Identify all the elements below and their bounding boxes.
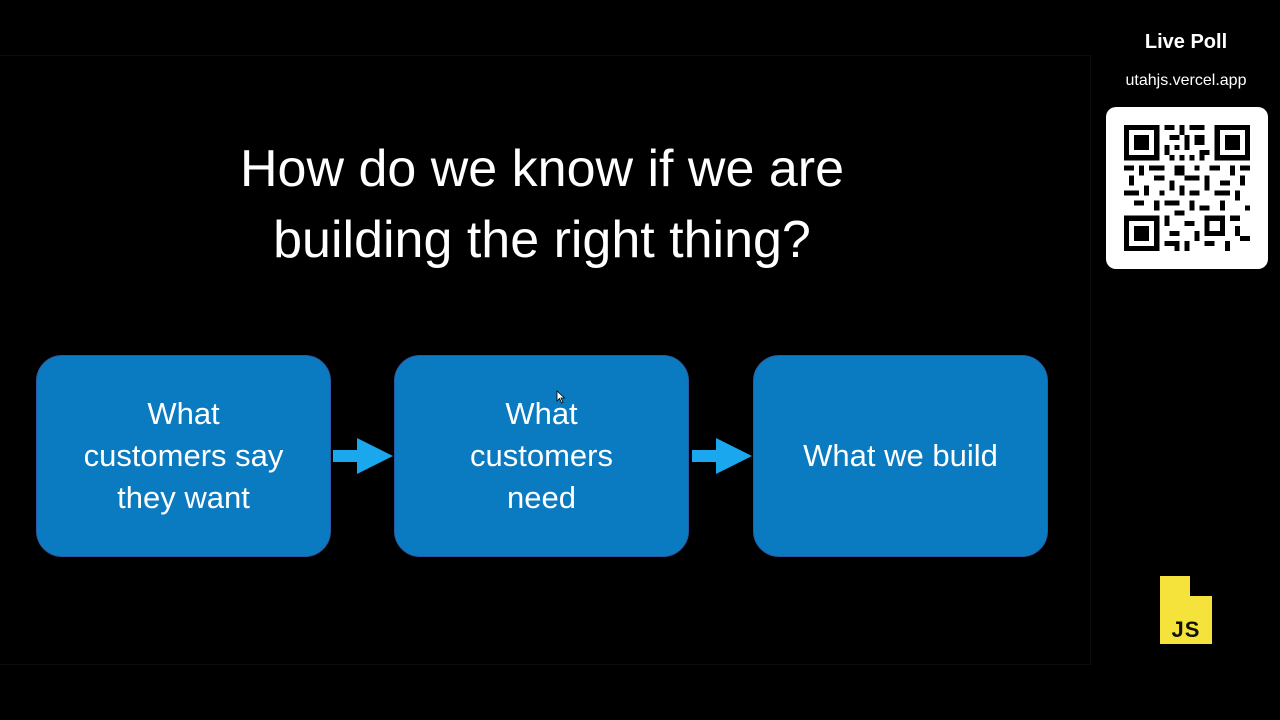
flow-arrow-right-icon [333, 438, 393, 474]
flow-box-text: need [507, 480, 576, 515]
qr-code-icon [1124, 125, 1250, 251]
qr-code-card[interactable] [1106, 107, 1268, 269]
live-poll-sidebar: Live Poll utahjs.vercel.app [1092, 0, 1280, 720]
mouse-cursor-icon [556, 390, 566, 404]
flow-box-text: What [147, 396, 220, 431]
slide-title: How do we know if we are building the ri… [0, 134, 1084, 276]
flow-box-text: What [505, 396, 578, 431]
flow-box-text: What we build [803, 438, 998, 473]
flow-box-customers-need: What customers need [394, 355, 689, 557]
slide-canvas: How do we know if we are building the ri… [0, 55, 1091, 665]
utah-js-logo-text: JS [1171, 617, 1201, 642]
utah-js-logo: JS [1160, 576, 1214, 646]
slide-title-line-2: building the right thing? [273, 211, 811, 269]
flow-box-text: customers [470, 438, 613, 473]
utah-js-logo-icon [1160, 576, 1212, 644]
poll-url-link[interactable]: utahjs.vercel.app [1125, 72, 1247, 89]
flow-box-what-we-build: What we build [753, 355, 1048, 557]
slide-title-line-1: How do we know if we are [239, 140, 845, 198]
flow-box-text: customers say [83, 438, 284, 473]
live-poll-title: Live Poll [1144, 31, 1228, 53]
flow-arrow-right-icon [692, 438, 752, 474]
flow-box-text: they want [117, 480, 250, 515]
flow-box-customers-say: What customers say they want [36, 355, 331, 557]
